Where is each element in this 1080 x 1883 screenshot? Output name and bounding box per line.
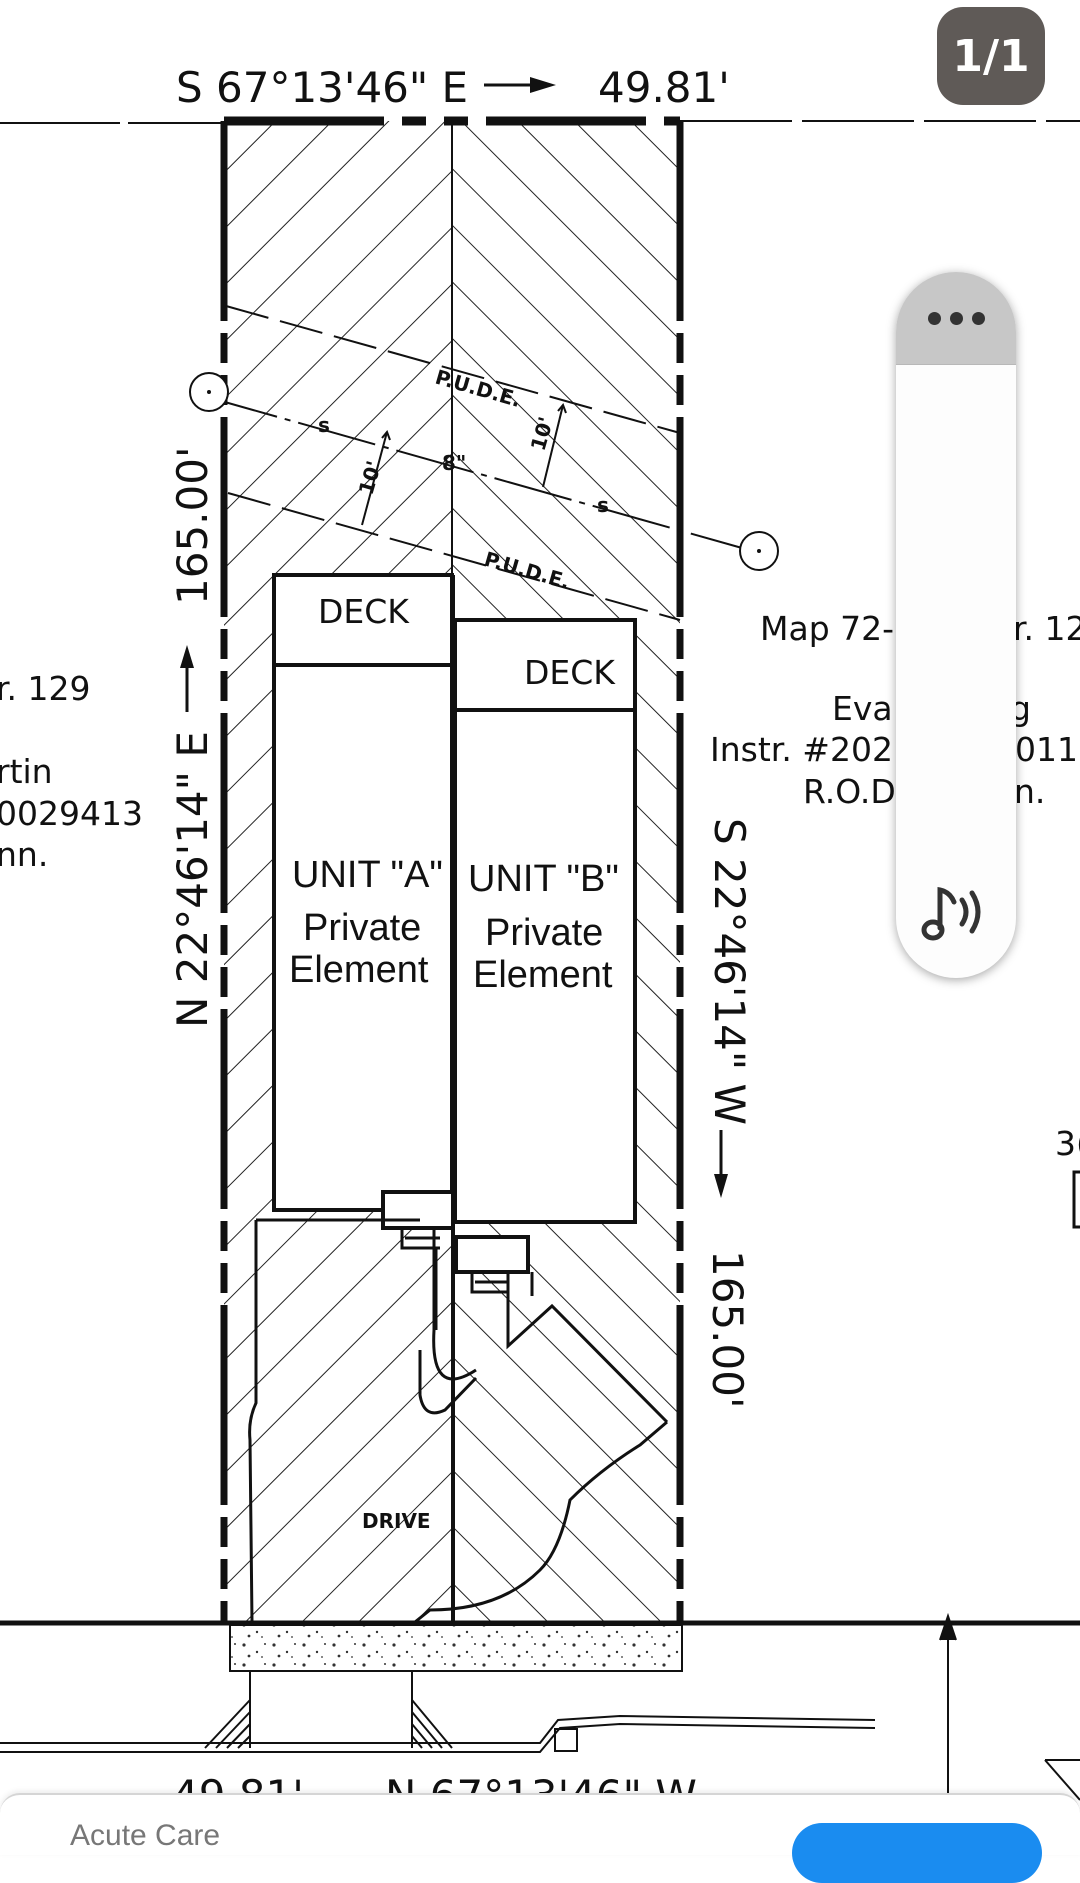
unit-b-building [453, 618, 637, 1224]
right-neighbor-instr-a: Instr. #202 [710, 730, 893, 769]
right-neighbor-rod-a: R.O.D. [803, 772, 906, 811]
audio-widget [896, 272, 1016, 978]
unit-a-title: UNIT "A" [292, 854, 443, 896]
left-distance: 165.00' [168, 446, 217, 605]
right-neighbor-parcel: r. 12 [1013, 609, 1080, 648]
unit-a-porch [381, 1190, 455, 1230]
more-dots-icon [927, 311, 985, 325]
utility-easement [199, 305, 743, 621]
right-neighbor-map: Map 72- [760, 609, 894, 648]
audio-play-button[interactable] [918, 880, 994, 949]
sewer-size: 8" [442, 451, 466, 475]
unit-a-line2: Element [289, 949, 429, 991]
right-bearing: S 22°46'14" W [705, 818, 754, 1125]
deck-a-label: DECK [318, 592, 410, 631]
unit-b-porch [454, 1235, 530, 1274]
sewer-marker-1: s [318, 413, 330, 437]
left-neighbor-line3: 0029413 [0, 794, 143, 833]
drive-label: DRIVE [362, 1509, 431, 1533]
right-edge-fragment: 3( [1055, 1124, 1080, 1163]
unit-b-line1: Private [485, 912, 603, 954]
page-indicator[interactable]: 1/1 [937, 7, 1045, 105]
top-distance: 49.81' [598, 63, 730, 112]
left-neighbor-line2: rtin [0, 752, 53, 791]
right-neighbor-owner-a: Eva [832, 689, 893, 728]
right-distance: 165.00' [703, 1250, 752, 1409]
unit-a-line1: Private [303, 907, 421, 949]
more-menu-button[interactable] [896, 272, 1016, 365]
bottom-sheet-action-button[interactable] [792, 1823, 1042, 1883]
unit-a-building [272, 573, 454, 1212]
bottom-sheet[interactable]: Acute Care [0, 1793, 1080, 1883]
sidewalk-apron [229, 1624, 683, 1672]
audio-speaker-icon [921, 886, 981, 941]
top-bearing: S 67°13'46" E [176, 63, 468, 112]
unit-b-title: UNIT "B" [468, 858, 619, 900]
left-neighbor-line1: r. 129 [0, 669, 91, 708]
deck-b-label: DECK [524, 653, 616, 692]
bottom-sheet-title: Acute Care [70, 1819, 221, 1852]
sewer-marker-2: s [597, 493, 609, 517]
right-neighbor-instr-b: 0116 [1015, 730, 1080, 769]
left-bearing: N 22°46'14" E [168, 731, 217, 1028]
drive-outline [248, 1218, 669, 1624]
site-plan-drawing: S 67°13'46" E 49.81' 165.00' N 22°46'14"… [0, 63, 1080, 1820]
left-neighbor-line4: nn. [0, 835, 48, 874]
right-neighbor-rod-b: n. [1014, 772, 1045, 811]
unit-b-line2: Element [473, 954, 613, 996]
lot-boundary [220, 116, 684, 1622]
